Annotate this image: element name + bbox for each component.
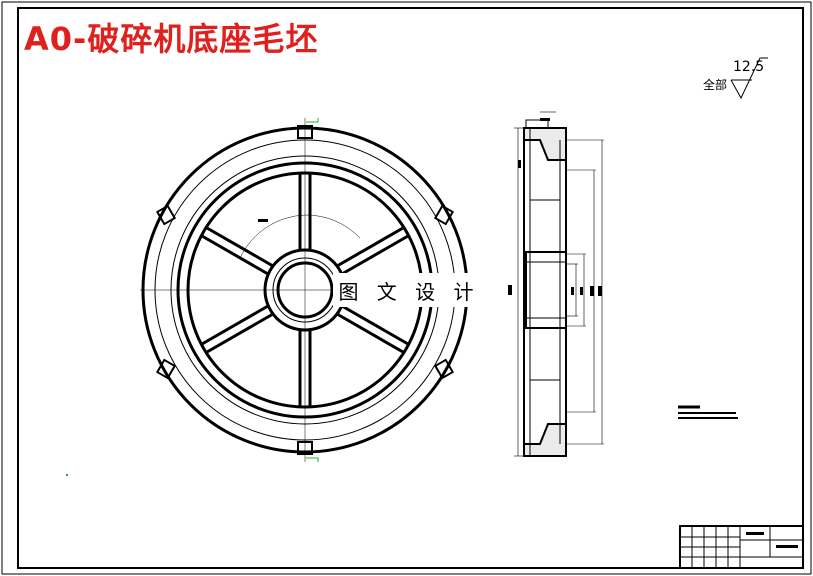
inner-border [17, 7, 804, 569]
drawing-title: A0-破碎机底座毛坯 [24, 20, 319, 58]
dimension-text-small [258, 219, 268, 222]
side-section-view [508, 111, 604, 457]
dimension-arc [239, 214, 306, 259]
roughness-symbol [730, 57, 768, 100]
rim-lugs [155, 125, 455, 455]
top-flange [523, 127, 567, 161]
hub-bore-circle [276, 261, 334, 319]
section-dim-labels [508, 118, 602, 296]
section-dimensions [514, 111, 604, 457]
hub-section [525, 251, 567, 329]
watermark-label: 图 文 设 计 [333, 273, 485, 307]
stray-mark [66, 474, 68, 476]
title-block [679, 525, 804, 569]
notes-block [678, 405, 738, 419]
roughness-value: 12.5 [733, 59, 765, 75]
bottom-flange [523, 423, 567, 457]
spokes [201, 173, 409, 407]
section-mark-top [306, 118, 319, 123]
section-mark-bottom [306, 457, 319, 462]
roughness-note: 全部 [703, 78, 728, 92]
dimension-arc-2 [304, 214, 361, 239]
